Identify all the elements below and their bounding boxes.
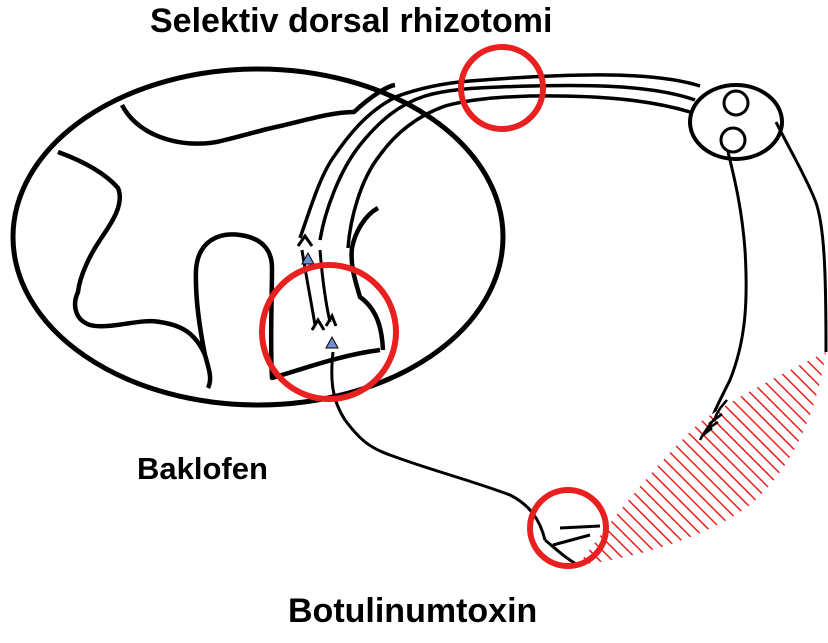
afferent-fiber-outer: [776, 122, 826, 352]
muscle: [578, 352, 826, 565]
dorsal-root-ganglion: [690, 85, 782, 159]
target-circle-baclofen: [262, 265, 396, 399]
label-botulinum-toxin: Botulinumtoxin: [288, 592, 537, 631]
dorsal-root-line-3: [348, 96, 690, 248]
label-baclofen: Baklofen: [137, 451, 268, 487]
synapse-zigzag: [312, 316, 336, 330]
receptor-triangle-lower: [326, 337, 338, 348]
label-selective-dorsal-rhizotomy: Selektiv dorsal rhizotomi: [150, 2, 552, 41]
ganglion-cell-bottom: [721, 128, 745, 152]
spinal-cord-outline: [13, 69, 503, 405]
grey-matter-outline: [58, 85, 395, 388]
fiber-right: [320, 250, 330, 322]
ganglion-cell-top: [724, 91, 748, 115]
afferent-fiber-inner: [708, 152, 746, 430]
motor-fiber: [332, 352, 545, 540]
